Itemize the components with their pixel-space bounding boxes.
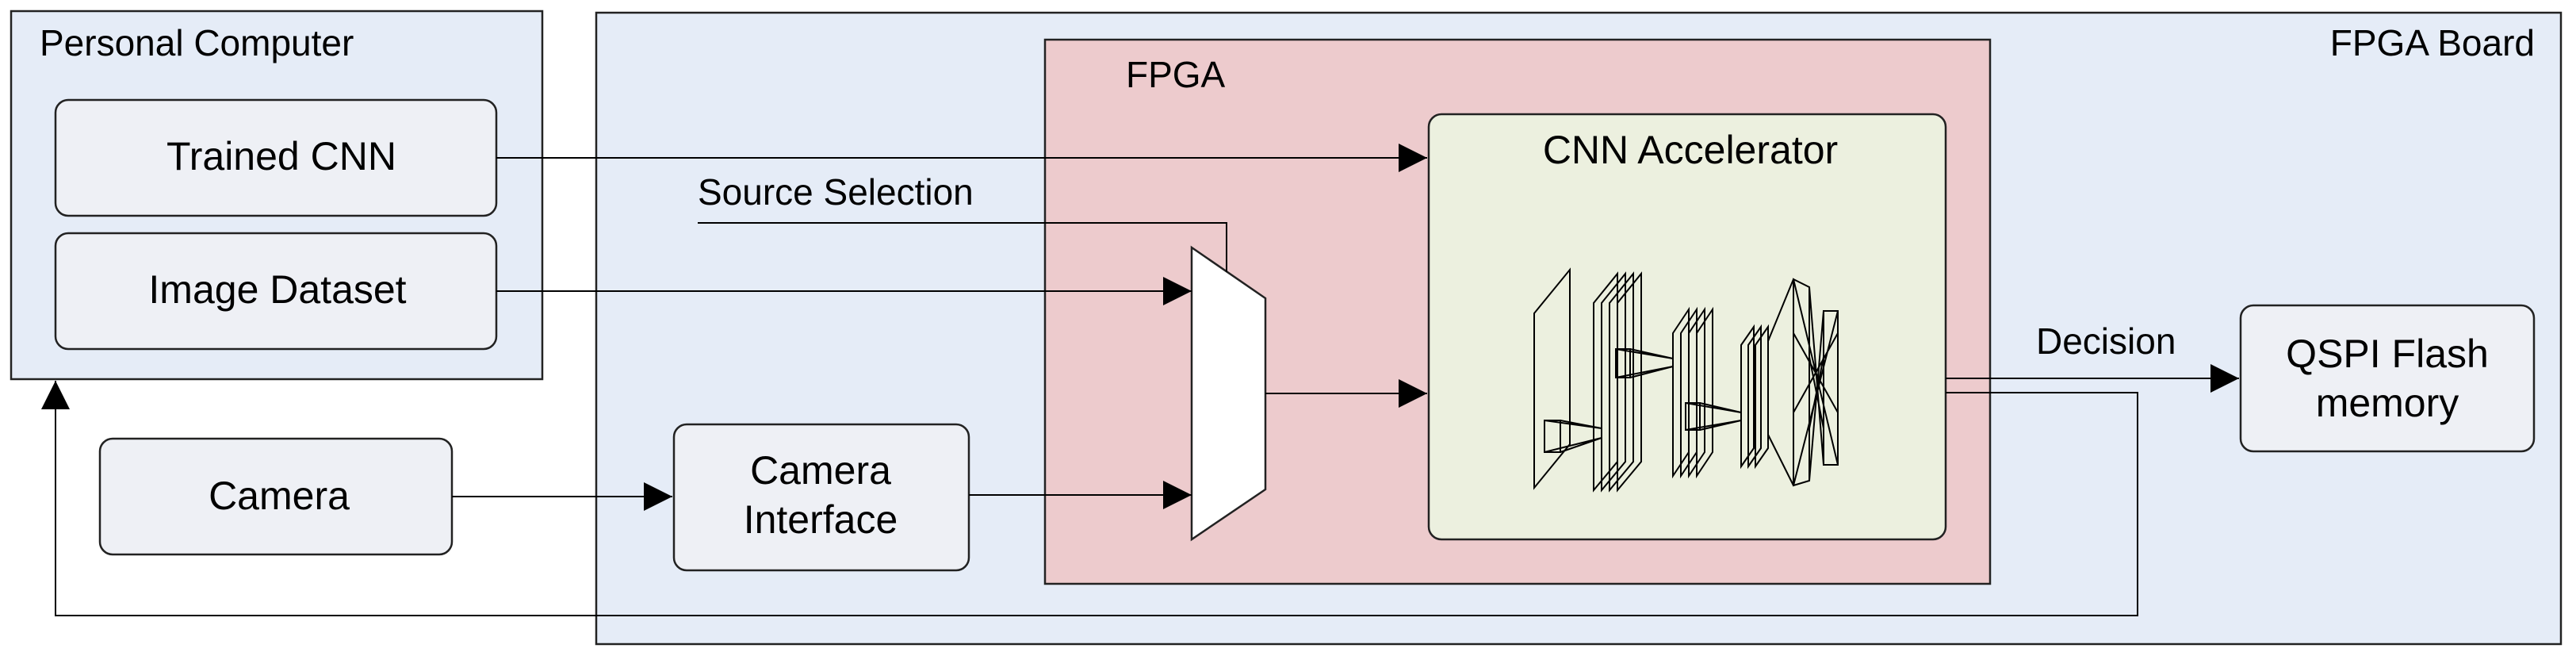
cnn-accelerator-box <box>1427 113 1947 541</box>
source-selection-line <box>698 222 1227 272</box>
qspi-flash-label-line1: QSPI Flash <box>2286 332 2489 376</box>
camera-label: Camera <box>209 474 350 518</box>
source-selection-label: Source Selection <box>698 171 974 213</box>
fpga-board-title: FPGA Board <box>2330 22 2535 63</box>
qspi-flash-label-line2: memory <box>2316 381 2459 425</box>
qspi-flash-box <box>2239 304 2536 453</box>
multiplexer-icon <box>1190 245 1267 542</box>
connections <box>41 144 2239 616</box>
cnn-accelerator-title: CNN Accelerator <box>1543 128 1838 172</box>
trained-cnn-label: Trained CNN <box>167 134 396 178</box>
decision-label: Decision <box>2036 320 2176 362</box>
feedback-to-pc-arrow <box>41 381 2138 616</box>
camera-interface-label-line1: Camera <box>750 448 891 493</box>
fpga-title: FPGA <box>1126 54 1226 95</box>
camera-interface-label-line2: Interface <box>744 497 898 542</box>
image-dataset-label: Image Dataset <box>148 267 406 312</box>
cnn-layers-icon <box>1533 267 1839 493</box>
personal-computer-title: Personal Computer <box>40 22 354 63</box>
camera-interface-box <box>672 423 970 572</box>
